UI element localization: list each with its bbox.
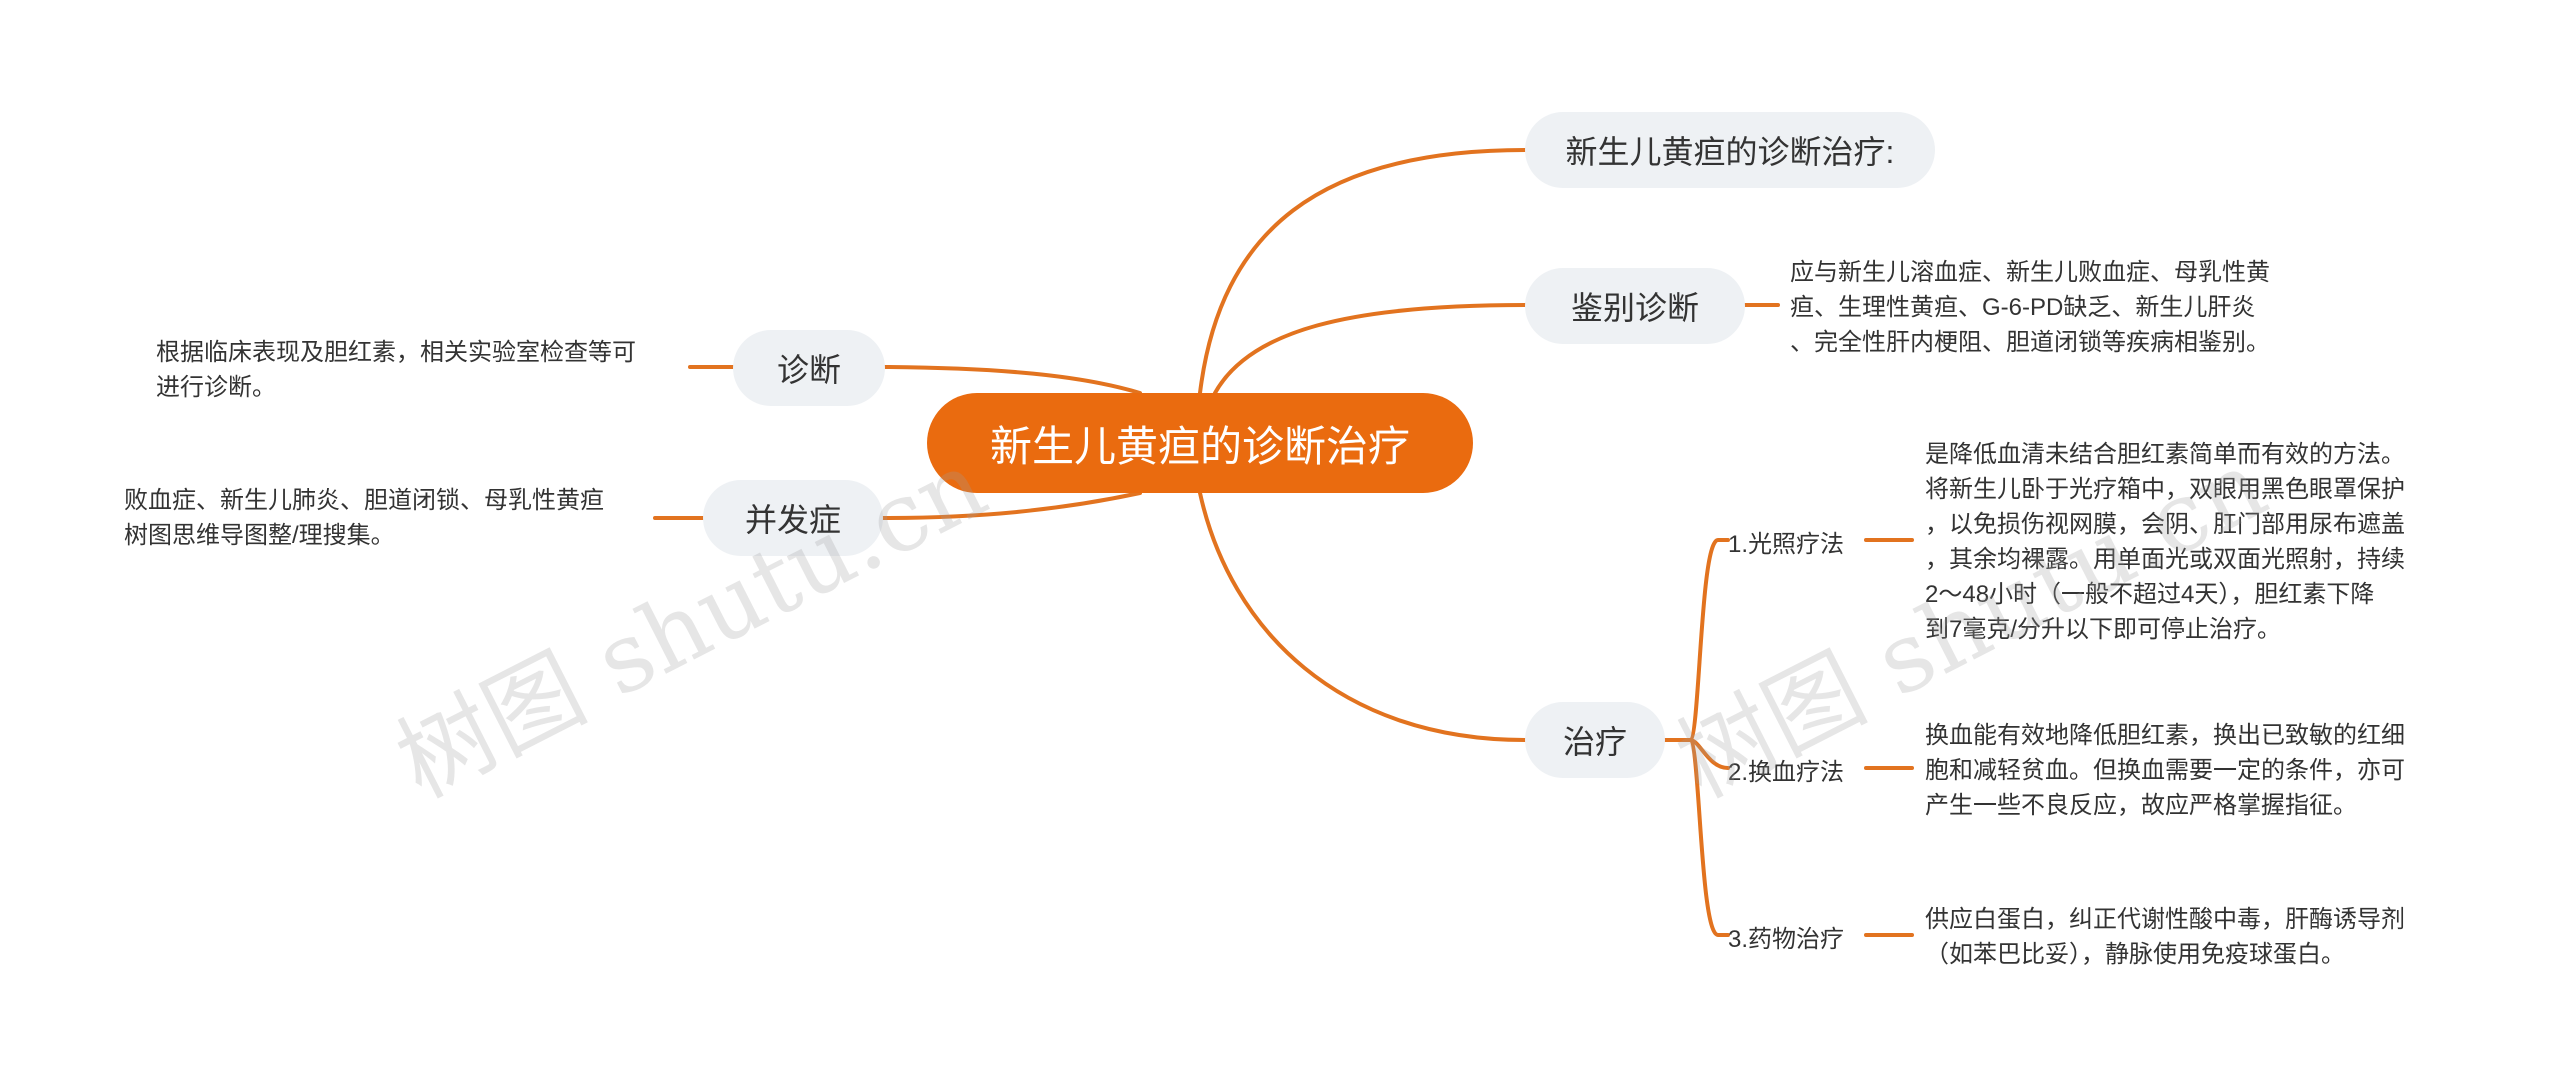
branch-differential-label: 鉴别诊断	[1570, 290, 1699, 326]
branch-diagnosis[interactable]: 诊断	[733, 330, 885, 406]
exchange-transfusion-detail-line: 换血能有效地降低胆红素，换出已致敏的红细	[1925, 722, 2405, 749]
branch-treatment-label: 治疗	[1562, 724, 1627, 760]
treatment-item-drug-therapy[interactable]: 3.药物治疗	[1728, 919, 1844, 954]
phototherapy-detail-line: 2～48小时（一般不超过4天），胆红素下降	[1925, 581, 2375, 608]
exchange-transfusion-detail-line: 胞和减轻贫血。但换血需要一定的条件，亦可	[1925, 757, 2405, 784]
branch-intro-label: 新生儿黄疸的诊断治疗:	[1565, 134, 1895, 170]
differential-detail: 应与新生儿溶血症、新生儿败血症、母乳性黄 疸、生理性黄疸、G-6-PD缺乏、新生…	[1790, 255, 2270, 360]
differential-detail-line: 应与新生儿溶血症、新生儿败血症、母乳性黄	[1790, 259, 2270, 286]
phototherapy-detail-line: ，其余均裸露。用单面光或双面光照射，持续	[1925, 546, 2405, 573]
complication-detail-line: 败血症、新生儿肺炎、胆道闭锁、母乳性黄疸	[124, 487, 604, 514]
phototherapy-detail-line: 是降低血清未结合胆红素简单而有效的方法。	[1925, 441, 2405, 468]
drug-therapy-detail-line: 供应白蛋白，纠正代谢性酸中毒，肝酶诱导剂	[1925, 906, 2405, 933]
branch-complication-label: 并发症	[744, 502, 841, 538]
treatment-item-label: 3.药物治疗	[1728, 926, 1845, 953]
treatment-item-phototherapy[interactable]: 1.光照疗法	[1728, 524, 1844, 559]
diagnosis-detail: 根据临床表现及胆红素，相关实验室检查等可 进行诊断。	[156, 335, 636, 405]
drug-therapy-detail: 供应白蛋白，纠正代谢性酸中毒，肝酶诱导剂 （如苯巴比妥），静脉使用免疫球蛋白。	[1925, 902, 2405, 972]
branch-diagnosis-label: 诊断	[776, 352, 841, 388]
central-topic[interactable]: 新生儿黄疸的诊断治疗	[927, 393, 1473, 493]
phototherapy-detail-line: 到7毫克/分升以下即可停止治疗。	[1925, 616, 2282, 643]
treatment-item-label: 2.换血疗法	[1728, 759, 1845, 786]
link-treatment	[1198, 491, 1527, 742]
complication-detail-line: 树图思维导图整/理搜集。	[124, 522, 395, 549]
diagnosis-detail-line: 根据临床表现及胆红素，相关实验室检查等可	[156, 339, 636, 366]
treatment-item-label: 1.光照疗法	[1728, 531, 1845, 558]
diagnosis-detail-line: 进行诊断。	[156, 374, 276, 401]
phototherapy-detail: 是降低血清未结合胆红素简单而有效的方法。 将新生儿卧于光疗箱中，双眼用黑色眼罩保…	[1925, 437, 2405, 647]
link-treatment-1	[1688, 538, 1730, 742]
branch-differential[interactable]: 鉴别诊断	[1525, 268, 1745, 344]
branch-treatment[interactable]: 治疗	[1525, 702, 1665, 778]
drug-therapy-detail-line: （如苯巴比妥），静脉使用免疫球蛋白。	[1925, 941, 2345, 968]
link-differential	[1213, 303, 1527, 395]
link-treatment-3	[1688, 738, 1730, 937]
treatment-item-exchange-transfusion[interactable]: 2.换血疗法	[1728, 752, 1844, 787]
phototherapy-detail-line: 将新生儿卧于光疗箱中，双眼用黑色眼罩保护	[1925, 476, 2405, 503]
branch-complication[interactable]: 并发症	[703, 480, 883, 556]
link-intro	[1198, 148, 1527, 395]
link-complication	[880, 491, 1142, 520]
branch-intro[interactable]: 新生儿黄疸的诊断治疗:	[1525, 112, 1935, 188]
link-diagnosis	[882, 365, 1142, 395]
differential-detail-line: 疸、生理性黄疸、G-6-PD缺乏、新生儿肝炎	[1790, 294, 2256, 321]
exchange-transfusion-detail-line: 产生一些不良反应，故应严格掌握指征。	[1925, 792, 2357, 819]
phototherapy-detail-line: ，以免损伤视网膜，会阴、肛门部用尿布遮盖	[1925, 511, 2405, 538]
central-topic-label: 新生儿黄疸的诊断治疗	[989, 422, 1410, 470]
differential-detail-line: 、完全性肝内梗阻、胆道闭锁等疾病相鉴别。	[1790, 329, 2270, 356]
exchange-transfusion-detail: 换血能有效地降低胆红素，换出已致敏的红细 胞和减轻贫血。但换血需要一定的条件，亦…	[1925, 718, 2405, 823]
complication-detail: 败血症、新生儿肺炎、胆道闭锁、母乳性黄疸 树图思维导图整/理搜集。	[124, 483, 604, 553]
